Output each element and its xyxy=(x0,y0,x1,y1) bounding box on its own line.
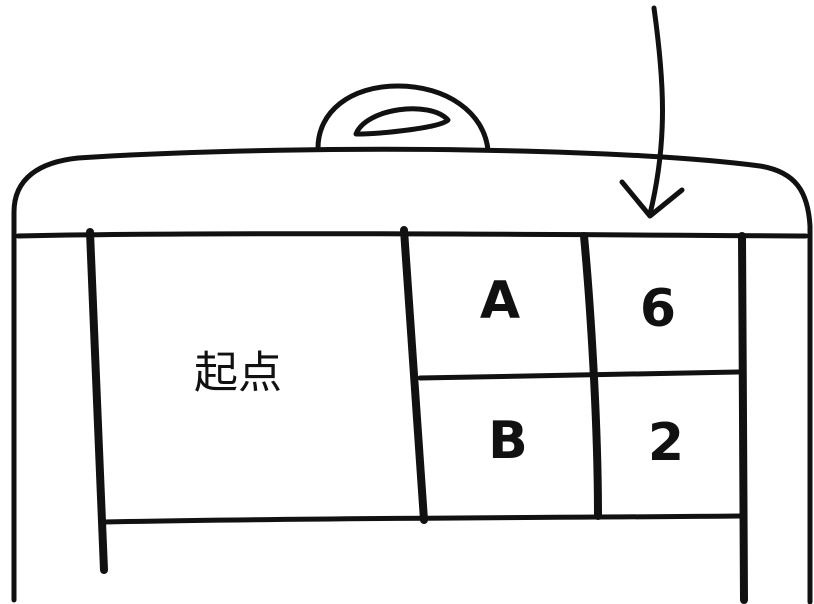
start-area-divider xyxy=(404,230,424,520)
down-arrow-icon xyxy=(622,8,682,216)
grid-middle-horizontal xyxy=(420,372,738,378)
right-inner-wall xyxy=(742,236,744,600)
left-inner-wall xyxy=(90,232,104,570)
cell-top-left-label: A xyxy=(480,271,520,331)
handle-inner-loop xyxy=(356,109,448,134)
arrow-shaft xyxy=(650,8,663,214)
shelf-top-line xyxy=(18,234,806,236)
handle xyxy=(318,86,488,150)
cell-bottom-left-label: B xyxy=(488,411,528,471)
start-label: 起点 xyxy=(194,348,282,399)
cell-bottom-right-label: 2 xyxy=(648,413,684,473)
cell-top-right-label: 6 xyxy=(640,279,676,339)
handle-arc xyxy=(318,86,488,150)
